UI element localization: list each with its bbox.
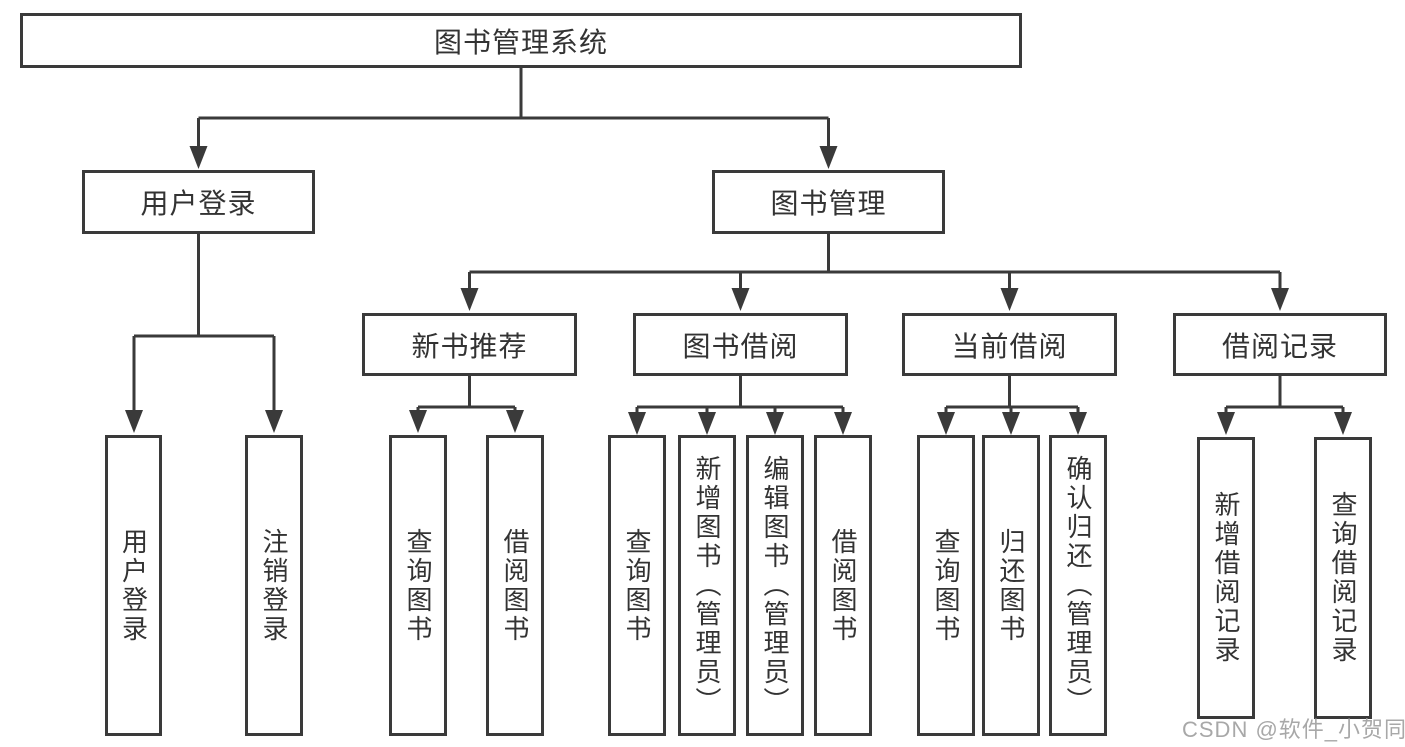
node-new-book-recommend: 新书推荐 [362,313,577,376]
leaf-edit-book: 编辑图书（管理员） [746,435,804,736]
node-book-management: 图书管理 [712,170,945,234]
leaf-query-borrow-record: 查询借阅记录 [1314,437,1372,719]
leaf-borrow-book-1: 借阅图书 [486,435,544,736]
leaf-return-book: 归还图书 [982,435,1040,736]
leaf-query-book-2: 查询图书 [608,435,666,736]
leaf-borrow-book-2: 借阅图书 [814,435,872,736]
leaf-confirm-return: 确认归还（管理员） [1049,435,1107,736]
leaf-user-login: 用户登录 [105,435,162,736]
node-book-borrow: 图书借阅 [633,313,848,376]
leaf-query-book-3: 查询图书 [917,435,975,736]
leaf-query-book-1: 查询图书 [389,435,447,736]
leaf-logout: 注销登录 [245,435,303,736]
node-borrow-records: 借阅记录 [1173,313,1387,376]
node-system-root: 图书管理系统 [20,13,1022,68]
node-user-login: 用户登录 [82,170,315,234]
leaf-add-borrow-record: 新增借阅记录 [1197,437,1255,719]
node-current-borrow: 当前借阅 [902,313,1117,376]
arrowhead-icons [125,146,1352,435]
csdn-watermark: CSDN @软件_小贺同学 [1182,717,1405,742]
leaf-add-book: 新增图书（管理员） [678,435,736,736]
